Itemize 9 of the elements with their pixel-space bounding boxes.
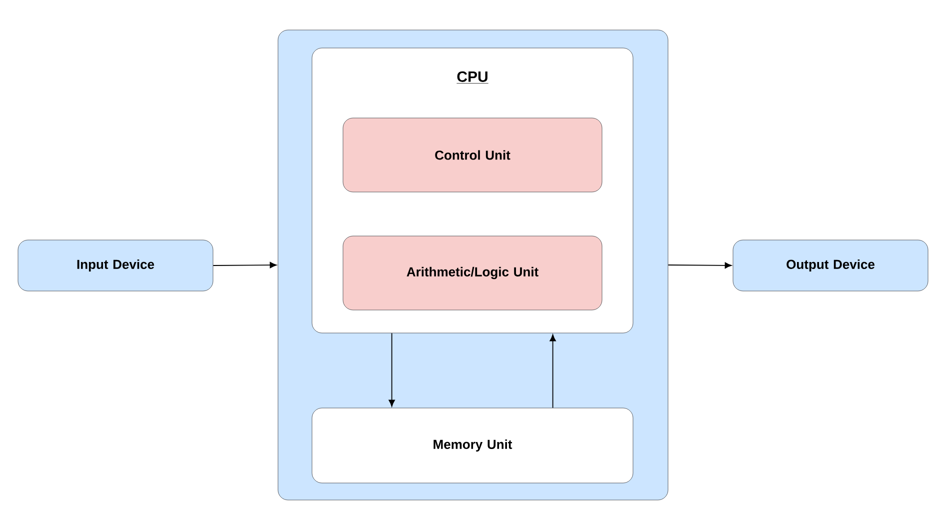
arrow	[388, 332, 395, 407]
unit-box: Memory Unit	[312, 408, 634, 484]
arrow	[212, 262, 277, 268]
unit-box: Arithmetic/Logic Unit	[342, 236, 602, 310]
arrow	[668, 262, 732, 269]
arrow	[550, 334, 556, 408]
unit-box: Control Unit	[342, 118, 602, 192]
device-box: Input Device	[18, 240, 214, 292]
device-box: Output Device	[732, 240, 928, 292]
